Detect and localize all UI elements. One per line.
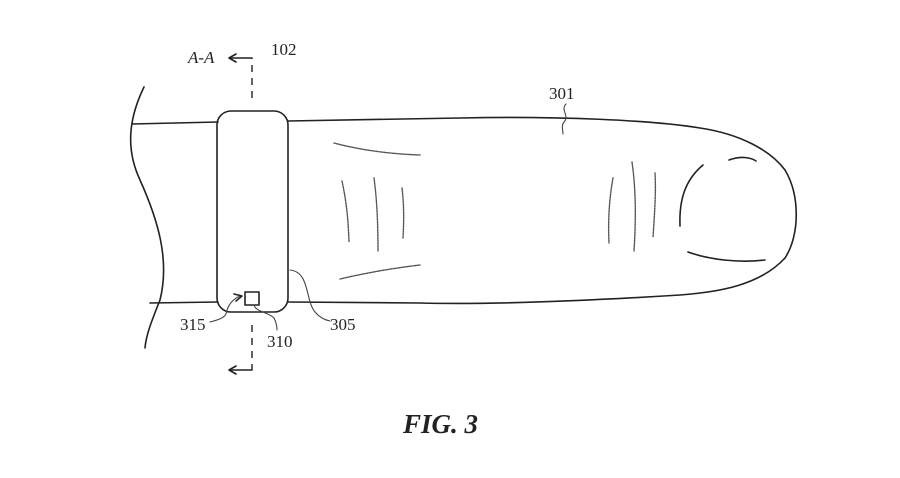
label-305: 305 [330,315,356,334]
figure-caption: FIG. 3 [402,409,478,439]
crease [631,161,637,252]
section-arrowhead-bottom [228,365,237,375]
crease [341,180,350,243]
ring-band [216,110,289,313]
crease [333,142,421,156]
leader-315 [209,313,227,323]
section-arrowhead-top [228,53,237,63]
sensor-arrow [225,295,241,315]
fingertip [784,169,798,259]
fingernail-left [679,164,704,227]
label-310: 310 [267,332,293,351]
leader-305 [289,269,331,322]
sensor-square [244,291,260,306]
label-301: 301 [549,84,575,103]
finger-outline-top [131,116,786,171]
label-315: 315 [180,315,206,334]
label-102: 102 [271,40,297,59]
label-section: A-A [187,48,215,67]
crease [607,177,614,244]
leader-310 [253,304,278,331]
fingernail-bottom [687,251,766,262]
finger-outline-bottom [149,257,786,305]
crease [339,264,421,280]
crease [401,187,405,239]
fingernail-top [728,156,757,162]
leader-301 [561,103,567,135]
sensor-arrow-head [233,293,243,302]
crease [652,172,657,238]
hand-edge [129,86,165,349]
crease [373,177,379,252]
